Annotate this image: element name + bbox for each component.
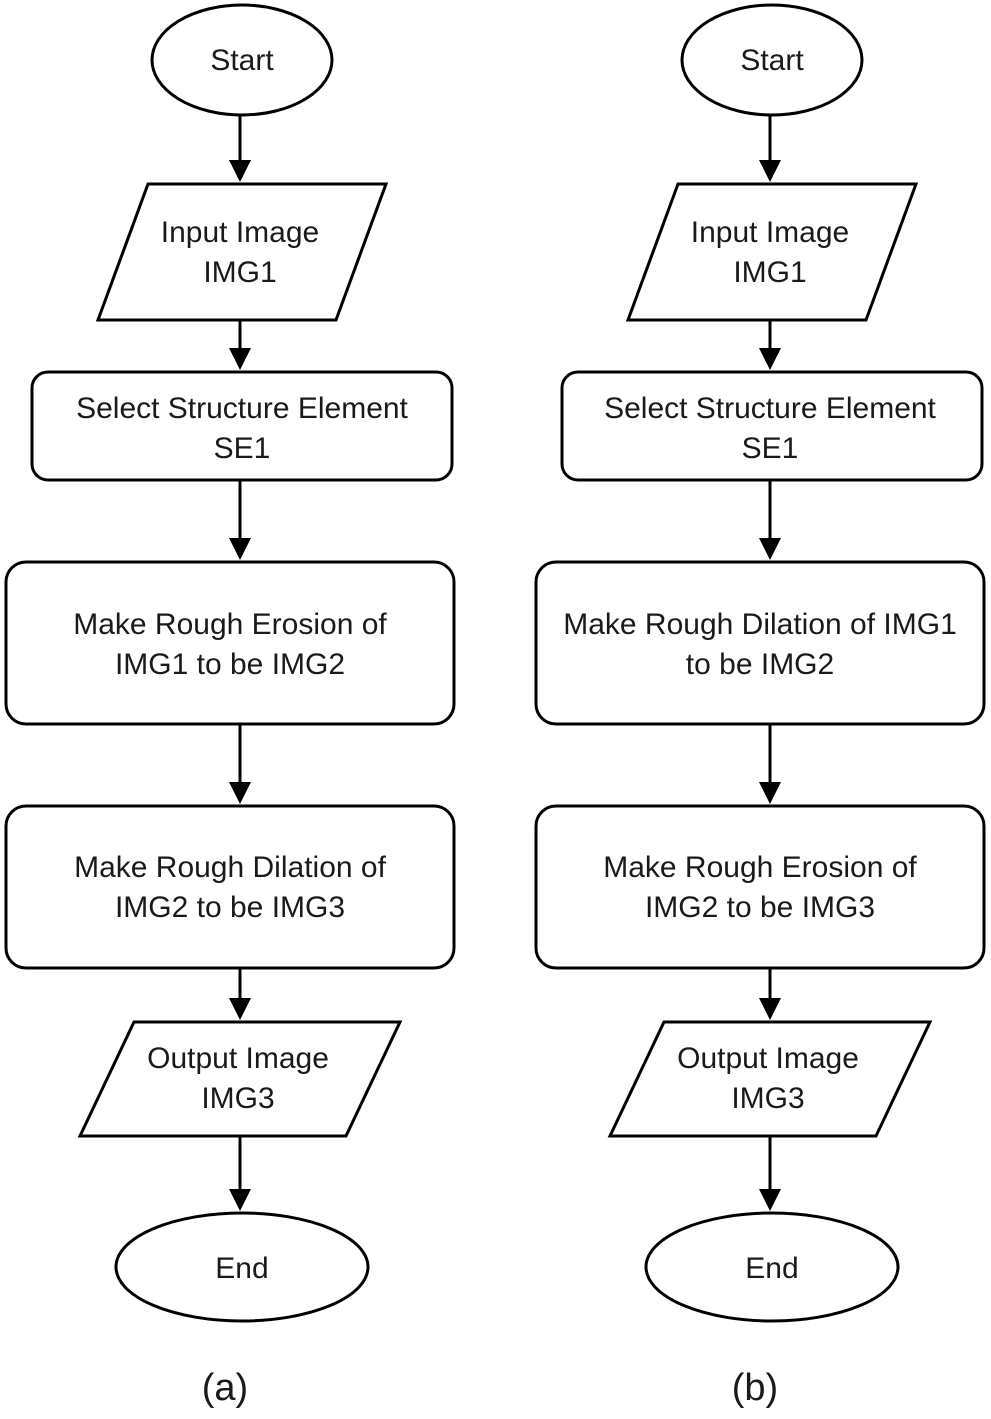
process-box (30, 370, 454, 482)
output-image-step: Output Image IMG3 (607, 1020, 933, 1138)
output-label-line1: Output Image (677, 1042, 859, 1075)
rough-erosion-step: Make Rough Erosion of IMG2 to be IMG3 (534, 804, 986, 970)
input-label-line2: IMG1 (203, 256, 276, 289)
input-image-step: Input Image IMG1 (95, 182, 389, 322)
arrow-connector (759, 1136, 781, 1211)
process-label-line1: Make Rough Dilation of IMG1 (563, 608, 957, 641)
process-label-line1: Select Structure Element (76, 392, 408, 425)
arrow-connector (759, 480, 781, 560)
arrow-connector (759, 115, 781, 182)
process-label-line2: IMG2 to be IMG3 (115, 891, 345, 924)
arrow-connector (229, 1136, 251, 1211)
flowchart-a: Start Input Image IMG1 Select Structure … (4, 3, 456, 1409)
process-label-line2: IMG1 to be IMG2 (115, 648, 345, 681)
end-ellipse (114, 1211, 370, 1323)
arrow-connector (229, 724, 251, 804)
output-label-line2: IMG3 (731, 1082, 804, 1115)
input-label-line1: Input Image (691, 216, 849, 249)
output-label-line1: Output Image (147, 1042, 329, 1075)
arrow-connector (229, 115, 251, 182)
rough-dilation-step: Make Rough Dilation of IMG1 to be IMG2 (534, 560, 986, 726)
rough-erosion-step: Make Rough Erosion of IMG1 to be IMG2 (4, 560, 456, 726)
process-label-line1: Make Rough Dilation of (74, 851, 387, 884)
start-ellipse (680, 3, 864, 117)
input-parallelogram (95, 182, 389, 322)
process-label-line1: Select Structure Element (604, 392, 936, 425)
end-label: End (745, 1252, 798, 1285)
process-label-line2: SE1 (742, 432, 799, 465)
arrow-connector (759, 724, 781, 804)
output-image-step: Output Image IMG3 (77, 1020, 403, 1138)
end-terminal: End (114, 1211, 370, 1323)
select-structure-element-step: Select Structure Element SE1 (30, 370, 454, 482)
process-label-line1: Make Rough Erosion of (603, 851, 917, 884)
start-label: Start (740, 44, 804, 77)
end-label: End (215, 1252, 268, 1285)
process-label-line1: Make Rough Erosion of (73, 608, 387, 641)
arrow-connector (759, 320, 781, 370)
output-parallelogram (607, 1020, 933, 1138)
process-box (534, 804, 986, 970)
flowchart-b: Start Input Image IMG1 Select Structure … (534, 3, 986, 1409)
select-structure-element-step: Select Structure Element SE1 (560, 370, 984, 482)
process-box (4, 560, 456, 726)
process-box (534, 560, 986, 726)
process-box (560, 370, 984, 482)
input-label-line1: Input Image (161, 216, 319, 249)
process-box (4, 804, 456, 970)
rough-dilation-step: Make Rough Dilation of IMG2 to be IMG3 (4, 804, 456, 970)
process-label-line2: to be IMG2 (686, 648, 834, 681)
output-parallelogram (77, 1020, 403, 1138)
input-label-line2: IMG1 (733, 256, 806, 289)
arrow-connector (759, 968, 781, 1020)
start-ellipse (150, 3, 334, 117)
start-terminal: Start (150, 3, 334, 117)
process-label-line2: SE1 (214, 432, 271, 465)
start-label: Start (210, 44, 274, 77)
arrow-connector (229, 480, 251, 560)
input-image-step: Input Image IMG1 (625, 182, 919, 322)
arrow-connector (229, 968, 251, 1020)
input-parallelogram (625, 182, 919, 322)
arrow-connector (229, 320, 251, 370)
caption-a: (a) (202, 1367, 248, 1409)
output-label-line2: IMG3 (201, 1082, 274, 1115)
caption-b: (b) (732, 1367, 778, 1409)
process-label-line2: IMG2 to be IMG3 (645, 891, 875, 924)
end-terminal: End (644, 1211, 900, 1323)
end-ellipse (644, 1211, 900, 1323)
start-terminal: Start (680, 3, 864, 117)
